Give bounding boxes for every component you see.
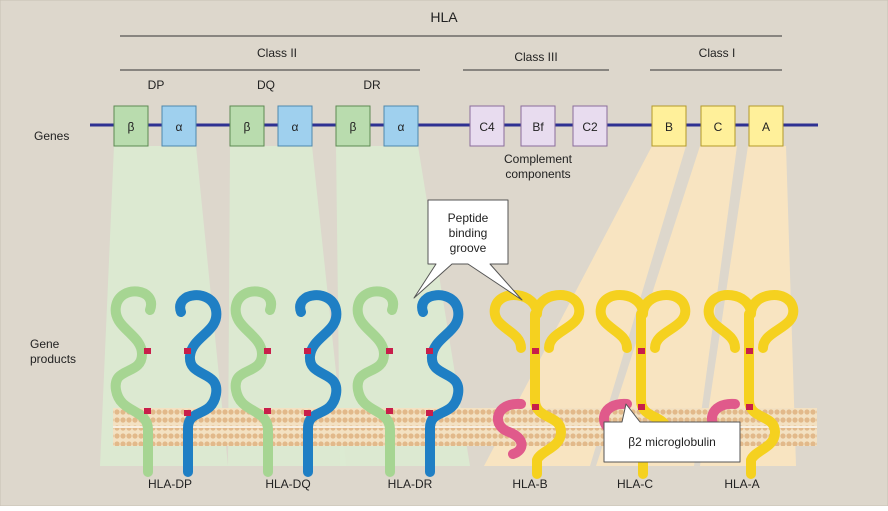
svg-text:Peptide: Peptide xyxy=(448,211,489,225)
product-label-hla-dr: HLA-DR xyxy=(388,477,433,491)
svg-text:β: β xyxy=(244,120,251,134)
b2-microglobulin-callout: β2 microglobulin xyxy=(603,403,741,463)
product-label-hla-c: HLA-C xyxy=(617,477,653,491)
gene-box-c2: C2 xyxy=(572,105,608,147)
gene-box-b: B xyxy=(651,105,687,147)
svg-text:groove: groove xyxy=(450,241,487,255)
gene-box-c: C xyxy=(700,105,736,147)
subregion-dp-label: DP xyxy=(148,78,165,92)
svg-text:B: B xyxy=(665,120,673,134)
svg-text:Bf: Bf xyxy=(532,120,544,134)
gene-box-a: A xyxy=(748,105,784,147)
gene-box-dp-beta: β xyxy=(113,105,149,147)
svg-text:α: α xyxy=(292,120,299,134)
hla-title: HLA xyxy=(430,9,458,25)
gene-products-label-line2: products xyxy=(30,352,76,366)
subregion-dq-label: DQ xyxy=(257,78,275,92)
svg-text:A: A xyxy=(762,120,770,134)
svg-text:β: β xyxy=(128,120,135,134)
class3-label: Class III xyxy=(514,50,557,64)
svg-text:C4: C4 xyxy=(479,120,495,134)
class2-projection-shading xyxy=(100,146,470,466)
svg-text:C2: C2 xyxy=(582,120,598,134)
class1-label: Class I xyxy=(699,46,736,60)
product-label-hla-a: HLA-A xyxy=(724,477,759,491)
subregion-dr-label: DR xyxy=(363,78,381,92)
gene-products-label-line1: Gene xyxy=(30,337,60,351)
product-label-hla-dq: HLA-DQ xyxy=(265,477,310,491)
class2-label: Class II xyxy=(257,46,297,60)
svg-text:α: α xyxy=(176,120,183,134)
svg-text:β: β xyxy=(350,120,357,134)
gene-box-dr-alpha: α xyxy=(383,105,419,147)
svg-text:β2 microglobulin: β2 microglobulin xyxy=(628,435,716,449)
peptide-binding-groove-callout: Peptide binding groove xyxy=(413,199,523,301)
svg-text:α: α xyxy=(398,120,405,134)
gene-box-dq-beta: β xyxy=(229,105,265,147)
gene-box-dq-alpha: α xyxy=(277,105,313,147)
genes-row-label: Genes xyxy=(34,129,69,143)
svg-text:binding: binding xyxy=(449,226,488,240)
svg-text:C: C xyxy=(714,120,723,134)
product-label-hla-b: HLA-B xyxy=(512,477,547,491)
gene-box-bf: Bf xyxy=(520,105,556,147)
gene-box-dp-alpha: α xyxy=(161,105,197,147)
complement-label-line1: Complement xyxy=(504,152,573,166)
gene-box-c4: C4 xyxy=(469,105,505,147)
gene-box-dr-beta: β xyxy=(335,105,371,147)
complement-label-line2: components xyxy=(505,167,570,181)
product-label-hla-dp: HLA-DP xyxy=(148,477,192,491)
